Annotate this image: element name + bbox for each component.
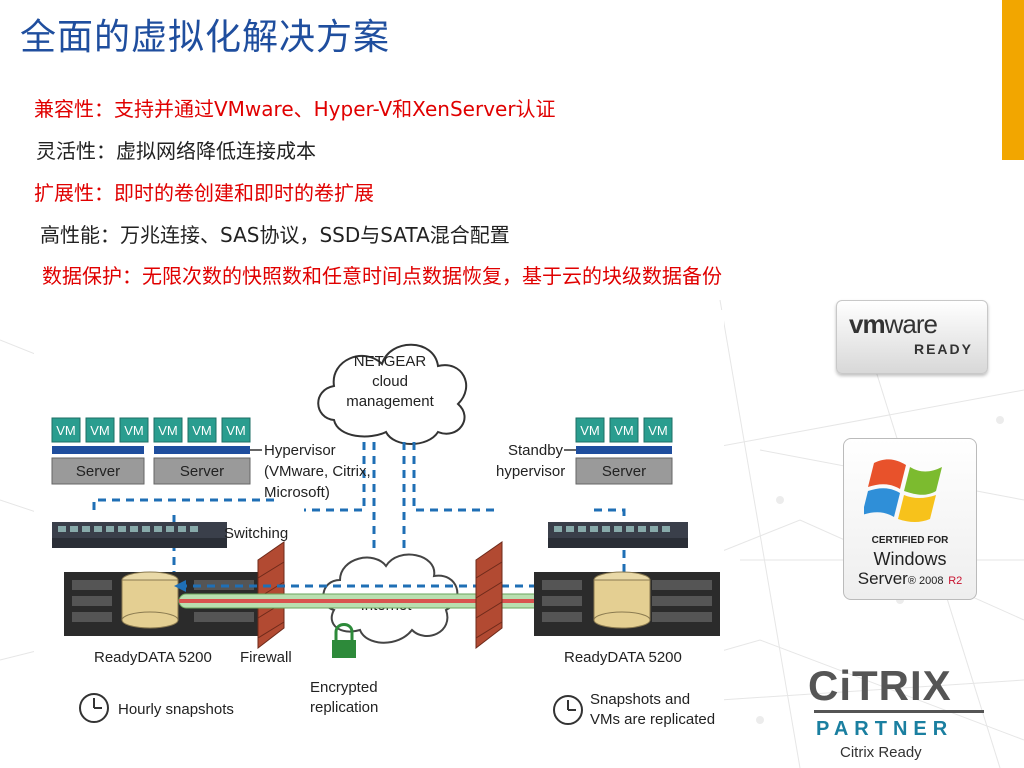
cloud-label-line3: management — [346, 393, 434, 410]
vm-label: VM — [56, 423, 76, 438]
citrix-wordmark: CiTRIX — [808, 662, 952, 709]
vm-label: VM — [226, 423, 246, 438]
network-diagram-svg: NETGEAR cloud management VM VM VM — [51, 343, 720, 728]
windows-server-line: Server® 2008 R2 — [857, 569, 963, 588]
server-label-right: Server — [602, 463, 646, 480]
vmware-wordmark: vmware — [849, 309, 938, 339]
slide-title: 全面的虚拟化解决方案 — [20, 17, 391, 58]
link-arrow-left — [174, 580, 186, 592]
standby-line2: hypervisor — [496, 463, 565, 480]
hourly-snapshots-label: Hourly snapshots — [118, 701, 234, 718]
vm-label: VM — [90, 423, 110, 438]
readydata-right-label: ReadyDATA 5200 — [564, 649, 682, 666]
server-label-left-2: Server — [180, 463, 224, 480]
windows-flag-icon — [864, 459, 942, 522]
windows-cert-text: CERTIFIED FOR — [871, 535, 949, 546]
hypervisor-line3: Microsoft) — [264, 484, 330, 501]
network-diagram: NETGEAR cloud management VM VM VM — [34, 310, 724, 760]
vm-label: VM — [158, 423, 178, 438]
citrix-partner-text: PARTNER — [816, 718, 954, 740]
hypervisor-line1: Hypervisor — [264, 442, 336, 459]
bullet-data-protection: 数据保护：无限次数的快照数和任意时间点数据恢复，基于云的块级数据备份 — [42, 264, 722, 288]
standby-line1: Standby — [508, 442, 564, 459]
switching-label: Switching — [224, 525, 288, 542]
windows-name: Windows — [873, 549, 947, 569]
citrix-ready-text: Citrix Ready — [840, 744, 922, 761]
encrypted-line2: replication — [310, 699, 378, 716]
clock-icon-left: Hourly snapshots — [79, 693, 234, 723]
hypervisor-callout: Hypervisor (VMware, Citrix, Microsoft) — [250, 442, 371, 501]
citrix-partner-logo: CiTRIX PARTNER Citrix Ready — [806, 662, 990, 766]
vm-label: VM — [580, 423, 600, 438]
lock-icon: Encrypted replication — [310, 623, 378, 716]
bullet-performance: 高性能：万兆连接、SAS协议，SSD与SATA混合配置 — [40, 223, 510, 247]
snapshots-line1: Snapshots and — [590, 691, 690, 708]
right-vm-group: VM VM VM Server Standby hypervisor — [496, 417, 673, 485]
vmware-ready-logo: vmware READY — [836, 300, 988, 374]
left-switch: Switching — [52, 522, 288, 548]
clock-icon-right: Snapshots and VMs are replicated — [553, 691, 715, 728]
left-readydata: ReadyDATA 5200 — [64, 571, 264, 666]
vm-label: VM — [192, 423, 212, 438]
cloud-label-line2: cloud — [372, 373, 408, 390]
vm-label: VM — [614, 423, 634, 438]
bullet-flexibility: 灵活性：虚拟网络降低连接成本 — [36, 139, 316, 163]
vm-label: VM — [124, 423, 144, 438]
cloud-label-line1: NETGEAR — [354, 353, 427, 370]
citrix-divider — [814, 710, 984, 713]
hypervisor-line2: (VMware, Citrix, — [264, 463, 371, 480]
vmware-ready-tag: READY — [913, 341, 973, 357]
netgear-cloud: NETGEAR cloud management — [317, 343, 468, 445]
firewall-label: Firewall — [240, 649, 292, 666]
snapshots-line2: VMs are replicated — [590, 711, 715, 728]
bullet-compatibility: 兼容性：支持并通过VMware、Hyper-V和XenServer认证 — [34, 97, 556, 121]
encrypted-line1: Encrypted — [310, 679, 378, 696]
readydata-left-label: ReadyDATA 5200 — [94, 649, 212, 666]
right-readydata: ReadyDATA 5200 — [534, 571, 720, 666]
vm-label: VM — [648, 423, 668, 438]
right-firewall — [475, 541, 503, 650]
windows-server-certified-logo: CERTIFIED FOR Windows Server® 2008 R2 — [843, 438, 977, 600]
bullet-scalability: 扩展性：即时的卷创建和即时的卷扩展 — [34, 181, 374, 205]
accent-bar — [1002, 0, 1024, 160]
right-switch — [548, 522, 688, 548]
left-vm-group: VM VM VM VM VM VM Server Server — [51, 417, 251, 485]
server-label-left-1: Server — [76, 463, 120, 480]
